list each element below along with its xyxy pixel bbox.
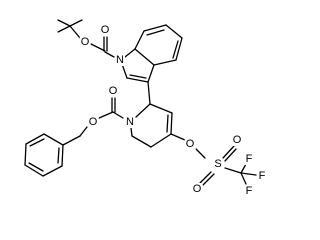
bond-cbz-c-to-o — [98, 111, 114, 119]
chemical-structure-diagram: N O O O O N O S O O F F F — [24, 19, 267, 197]
bond-c4-to-o — [170, 133, 186, 141]
bond-ring-c3-c4-inner — [166, 114, 169, 133]
bond-ph-5-6 — [25, 133, 45, 145]
atom-boc-carbonyl-o: O — [101, 24, 110, 36]
bond-tbu-methyl-top-2 — [69, 19, 83, 27]
bond-ph-1-2 — [61, 144, 64, 167]
atom-sulfur: S — [214, 158, 221, 170]
bond-n-c7a — [124, 48, 136, 58]
bond-ring-c2-c3 — [149, 103, 173, 114]
bond-s-to-cf3 — [224, 167, 242, 174]
atom-fluorine-right: F — [259, 170, 266, 182]
bond-ring-c5-c6 — [131, 135, 152, 148]
atom-label-background — [191, 183, 203, 195]
atom-indole-n: N — [116, 54, 124, 66]
bond-c2-c3 — [126, 77, 149, 83]
bond-s-o-bottom-2 — [202, 173, 215, 186]
bond-ph-3-4 — [24, 164, 44, 177]
bond-ph-2-3 — [42, 165, 63, 177]
bond-c7-c6-inner — [146, 29, 165, 36]
atom-fluorine-bottom: F — [246, 185, 253, 197]
bonds — [24, 19, 257, 186]
atom-label-background — [115, 54, 126, 66]
bond-o-to-s — [195, 148, 206, 159]
bond-o-to-ch2 — [79, 126, 88, 137]
atom-label-background — [231, 134, 243, 146]
bond-ph-6-1 — [43, 133, 64, 146]
bond-c6-c5 — [165, 24, 183, 39]
atom-sulfonyl-o-bottom: O — [193, 183, 202, 195]
bond-s-o-top-2 — [224, 148, 237, 162]
atom-label-background — [213, 158, 223, 170]
bond-c3a-c7a — [134, 48, 155, 66]
atom-labels: N O O O O N O S O O F F F — [79, 24, 267, 197]
bond-o-to-boc-c — [88, 42, 106, 52]
atom-triflate-o: O — [186, 138, 195, 150]
atom-label-background — [99, 24, 111, 36]
bond-n-to-cbz-c — [112, 111, 124, 119]
bond-tbu-methyl-left — [57, 25, 71, 33]
atom-label-background — [87, 116, 99, 128]
atom-label-background — [79, 36, 91, 48]
bond-c5-c4 — [175, 37, 183, 61]
atom-label-background — [257, 170, 267, 182]
bond-ph-1-2-inner — [57, 147, 60, 164]
bond-ph-4-5 — [24, 143, 27, 166]
bond-ph-3-4-inner — [28, 162, 44, 172]
bond-c5-c4-inner — [172, 40, 179, 59]
bond-c2-c3-inner — [129, 74, 147, 79]
bond-c3-to-ring — [147, 81, 151, 105]
bond-c7a-c7 — [134, 30, 145, 50]
bond-ph-5-6-inner — [29, 138, 45, 147]
bond-ring-c3-c4 — [170, 112, 173, 135]
bond-c-f-bottom — [240, 172, 247, 185]
bond-ring-n-c2 — [135, 103, 151, 118]
atom-label-background — [184, 138, 196, 150]
bond-boc-c-to-n — [104, 51, 115, 58]
atom-cbz-carbonyl-o: O — [109, 85, 118, 97]
bond-s-o-bottom-1 — [199, 171, 212, 184]
atom-sulfonyl-o-top: O — [233, 134, 242, 146]
bond-ring-c6-n — [130, 127, 133, 137]
bond-ch2-to-phenyl — [62, 135, 81, 146]
atom-fluorine-top: F — [246, 153, 253, 165]
atom-label-background — [244, 153, 254, 165]
molecule-drawing: N O O O O N O S O O F F F — [24, 19, 267, 197]
bond-c3-c3a — [147, 64, 155, 83]
bond-tbu-to-o — [69, 25, 81, 39]
bond-c-f-right — [240, 172, 257, 176]
bond-c4-c3a — [153, 59, 177, 66]
atom-label-background — [107, 85, 119, 97]
bond-c7-c6 — [143, 24, 167, 32]
atom-boc-ester-o: O — [81, 36, 90, 48]
atom-pyridine-n: N — [126, 116, 134, 128]
bond-ring-c4-c5 — [150, 133, 172, 148]
atom-label-background — [244, 185, 254, 197]
bond-c-f-top — [240, 163, 247, 174]
bond-tbu-methyl-top-1 — [57, 19, 71, 27]
atom-label-background — [125, 116, 136, 128]
atom-cbz-ester-o: O — [89, 116, 98, 128]
bond-n-c2 — [121, 63, 128, 79]
bond-s-o-top-1 — [222, 145, 235, 159]
